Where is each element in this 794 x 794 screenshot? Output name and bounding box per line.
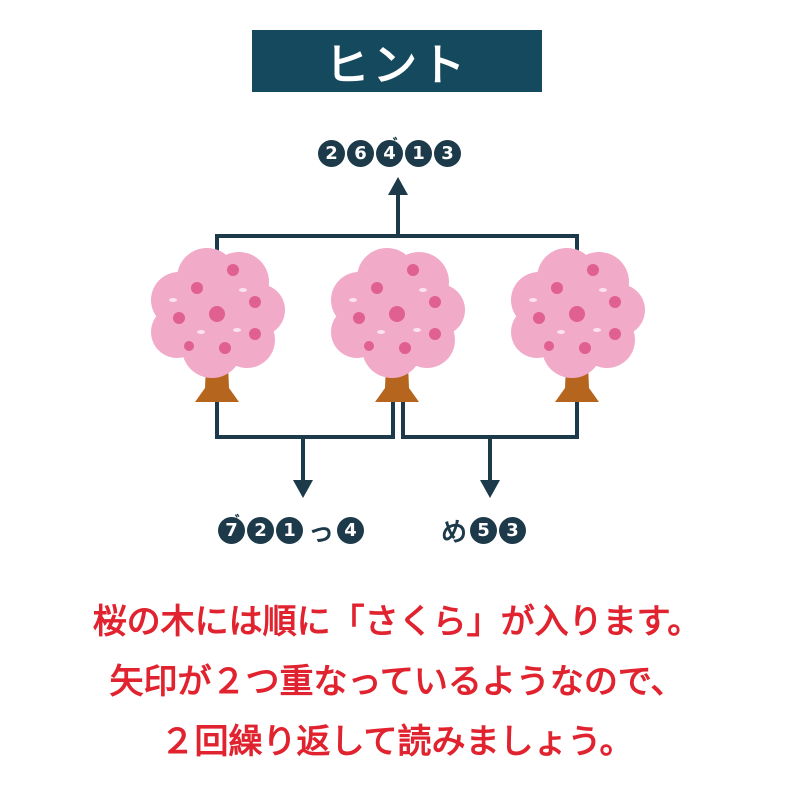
dakuten-mark: ゛ <box>235 514 249 530</box>
number-circle-text: 4 <box>383 143 396 164</box>
note-line-2: 矢印が２つ重なっているようなので、 <box>109 662 685 702</box>
left-arrowhead <box>293 480 313 498</box>
number-circle: 3 <box>499 517 527 544</box>
number-circle-text: 1 <box>283 520 296 541</box>
cherry-tree-left <box>151 248 285 402</box>
dakuten-mark: ゛ <box>393 137 407 153</box>
bottom-left-bracket-line <box>215 398 395 439</box>
number-circle-text: 5 <box>477 520 490 541</box>
number-circle: 3 <box>434 140 461 167</box>
right-arrowhead <box>480 480 500 498</box>
note-line-1: 桜の木には順に「さくら」が入ります。 <box>92 602 702 642</box>
title-banner: ヒント <box>252 30 542 92</box>
number-circle: 4゛ <box>376 137 407 167</box>
top-arrowhead <box>388 177 408 195</box>
number-circle: 1 <box>405 140 432 167</box>
number-circle: 2 <box>247 517 274 544</box>
bottom-right-bracket-line <box>401 398 579 439</box>
number-circle-text: 4 <box>344 520 357 541</box>
number-circle: 5 <box>470 517 498 544</box>
number-circle-text: 3 <box>506 520 519 541</box>
cherry-tree-center <box>331 248 465 402</box>
number-circle-text: 2 <box>254 520 267 541</box>
number-circle-text: 2 <box>325 143 338 164</box>
kana-char: っ <box>308 518 335 548</box>
number-circle: 1 <box>276 517 303 544</box>
title-text: ヒント <box>325 40 469 91</box>
kana-char: め <box>441 518 468 548</box>
number-circle: 7゛ <box>218 514 249 544</box>
number-circle-text: 1 <box>412 143 425 164</box>
number-circle: 6 <box>347 140 374 167</box>
note-line-3: ２回繰り返して読みましょう。 <box>160 722 634 762</box>
cherry-tree-right <box>511 248 645 402</box>
number-circle-text: 3 <box>441 143 454 164</box>
number-circle: 2 <box>318 140 345 167</box>
number-circle-text: 7 <box>225 520 238 541</box>
number-circle-text: 6 <box>354 143 367 164</box>
number-circle: 4 <box>337 517 365 544</box>
